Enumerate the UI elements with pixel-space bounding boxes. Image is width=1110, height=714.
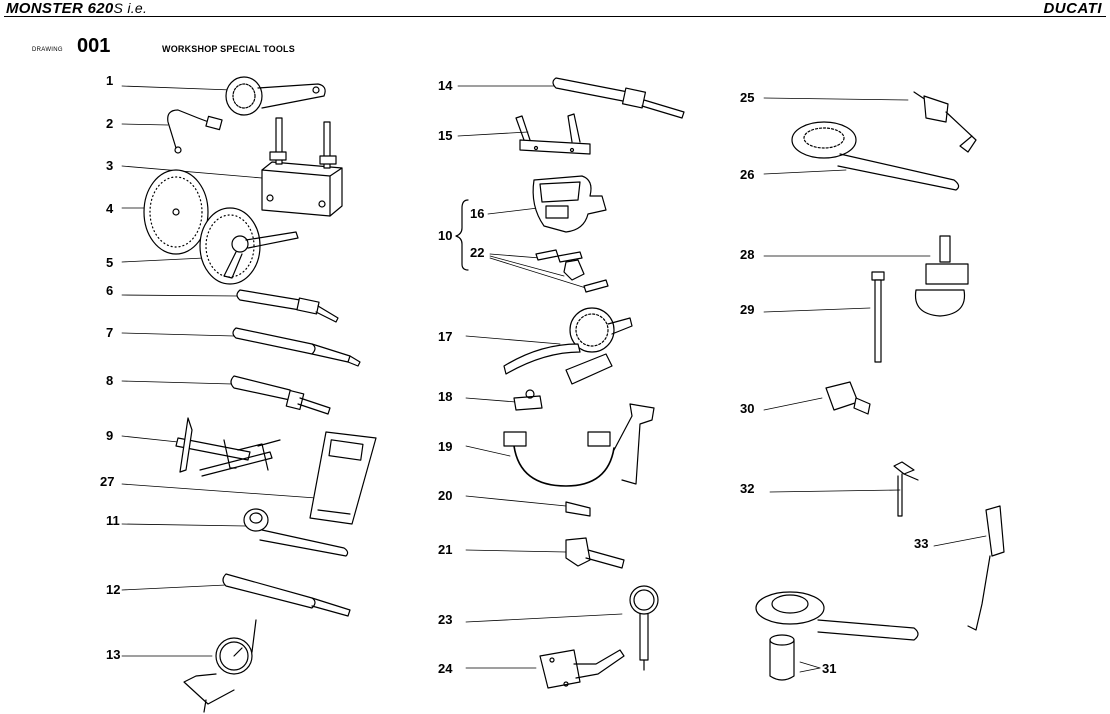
callout-13: 13 <box>106 647 120 662</box>
callout-18: 18 <box>438 389 452 404</box>
model-suffix: S i.e. <box>113 0 148 16</box>
callout-7: 7 <box>106 325 113 340</box>
callout-20: 20 <box>438 488 452 503</box>
tool-28-extractor <box>763 235 969 317</box>
callout-14: 14 <box>438 78 453 93</box>
callout-4: 4 <box>106 201 114 216</box>
tool-3-plate-with-studs <box>121 117 343 217</box>
callout-26: 26 <box>740 167 754 182</box>
tool-20-pin <box>465 495 591 517</box>
tool-24-puller <box>465 649 625 689</box>
callout-2: 2 <box>106 116 113 131</box>
tool-18-nut <box>465 389 543 411</box>
callout-31: 31 <box>822 661 836 676</box>
drawing-number: 001 <box>77 35 111 57</box>
tool-21-adapter <box>465 537 625 569</box>
callout-3: 3 <box>106 158 113 173</box>
callout-17: 17 <box>438 329 452 344</box>
drawing-heading: DRAWING 001 WORKSHOP SPECIAL TOOLS <box>0 34 600 58</box>
tool-17-holder <box>465 307 633 385</box>
tool-30-knurled-adapter <box>763 381 871 415</box>
tool-33-probe <box>933 505 1005 631</box>
callout-19: 19 <box>438 439 452 454</box>
callout-23: 23 <box>438 612 452 627</box>
tool-14-drift <box>457 77 685 119</box>
tool-22-pins <box>489 249 609 293</box>
callout-10: 10 <box>438 228 452 243</box>
callout-15: 15 <box>438 128 452 143</box>
callout-30: 30 <box>740 401 754 416</box>
callout-1: 1 <box>106 73 113 88</box>
callout-21: 21 <box>438 542 452 557</box>
tool-29-rod <box>763 271 885 363</box>
tool-32-bracket <box>769 461 919 517</box>
callout-27: 27 <box>100 474 114 489</box>
tool-23-pressure-gauge <box>465 585 659 671</box>
drawing-label: DRAWING <box>32 47 63 53</box>
tool-1-ring-spanner <box>121 76 326 116</box>
tool-6-drift <box>121 289 339 323</box>
sheet-title: WORKSHOP SPECIAL TOOLS <box>162 44 295 54</box>
model-title: MONSTER 620S i.e. <box>6 0 147 17</box>
callout-28: 28 <box>740 247 754 262</box>
callout-6: 6 <box>106 283 113 298</box>
page-header: MONSTER 620S i.e. DUCATI <box>0 0 1110 18</box>
callout-8: 8 <box>106 373 113 388</box>
group-10-bracket <box>455 199 469 271</box>
callout-5: 5 <box>106 255 113 270</box>
tool-15-bracket <box>457 113 591 155</box>
tool-11-spanner <box>121 508 349 557</box>
callout-12: 12 <box>106 582 120 597</box>
tool-27-tester <box>121 431 377 525</box>
tool-7-drift <box>121 327 361 367</box>
tool-26-wrench <box>763 121 960 191</box>
callout-numbers: 1 2 3 4 5 6 7 8 9 27 11 12 13 14 15 10 1… <box>100 73 928 676</box>
tool-12-drift <box>121 573 351 617</box>
callout-32: 32 <box>740 481 754 496</box>
callout-29: 29 <box>740 302 754 317</box>
callout-22: 22 <box>470 245 484 260</box>
tool-4-degree-wheel <box>121 169 209 255</box>
model-name: MONSTER 620 <box>6 0 114 17</box>
callout-33: 33 <box>914 536 928 551</box>
callout-9: 9 <box>106 428 113 443</box>
tool-9-puller <box>121 417 281 477</box>
brand-name: DUCATI <box>1043 0 1102 17</box>
callout-11: 11 <box>106 513 120 528</box>
tool-2-bent-rod <box>121 109 223 154</box>
header-divider <box>4 16 1106 17</box>
tool-19-clamp <box>465 403 655 487</box>
tool-5-timing-disc <box>121 207 299 285</box>
tool-8-drift <box>121 375 331 415</box>
callout-25: 25 <box>740 90 754 105</box>
callout-24: 24 <box>438 661 453 676</box>
tool-16-gauge <box>487 175 607 233</box>
tool-13-dial-gauge <box>121 619 257 713</box>
callout-16: 16 <box>470 206 484 221</box>
tool-31-socket-set <box>755 591 919 681</box>
tool-25-puller <box>763 91 977 153</box>
